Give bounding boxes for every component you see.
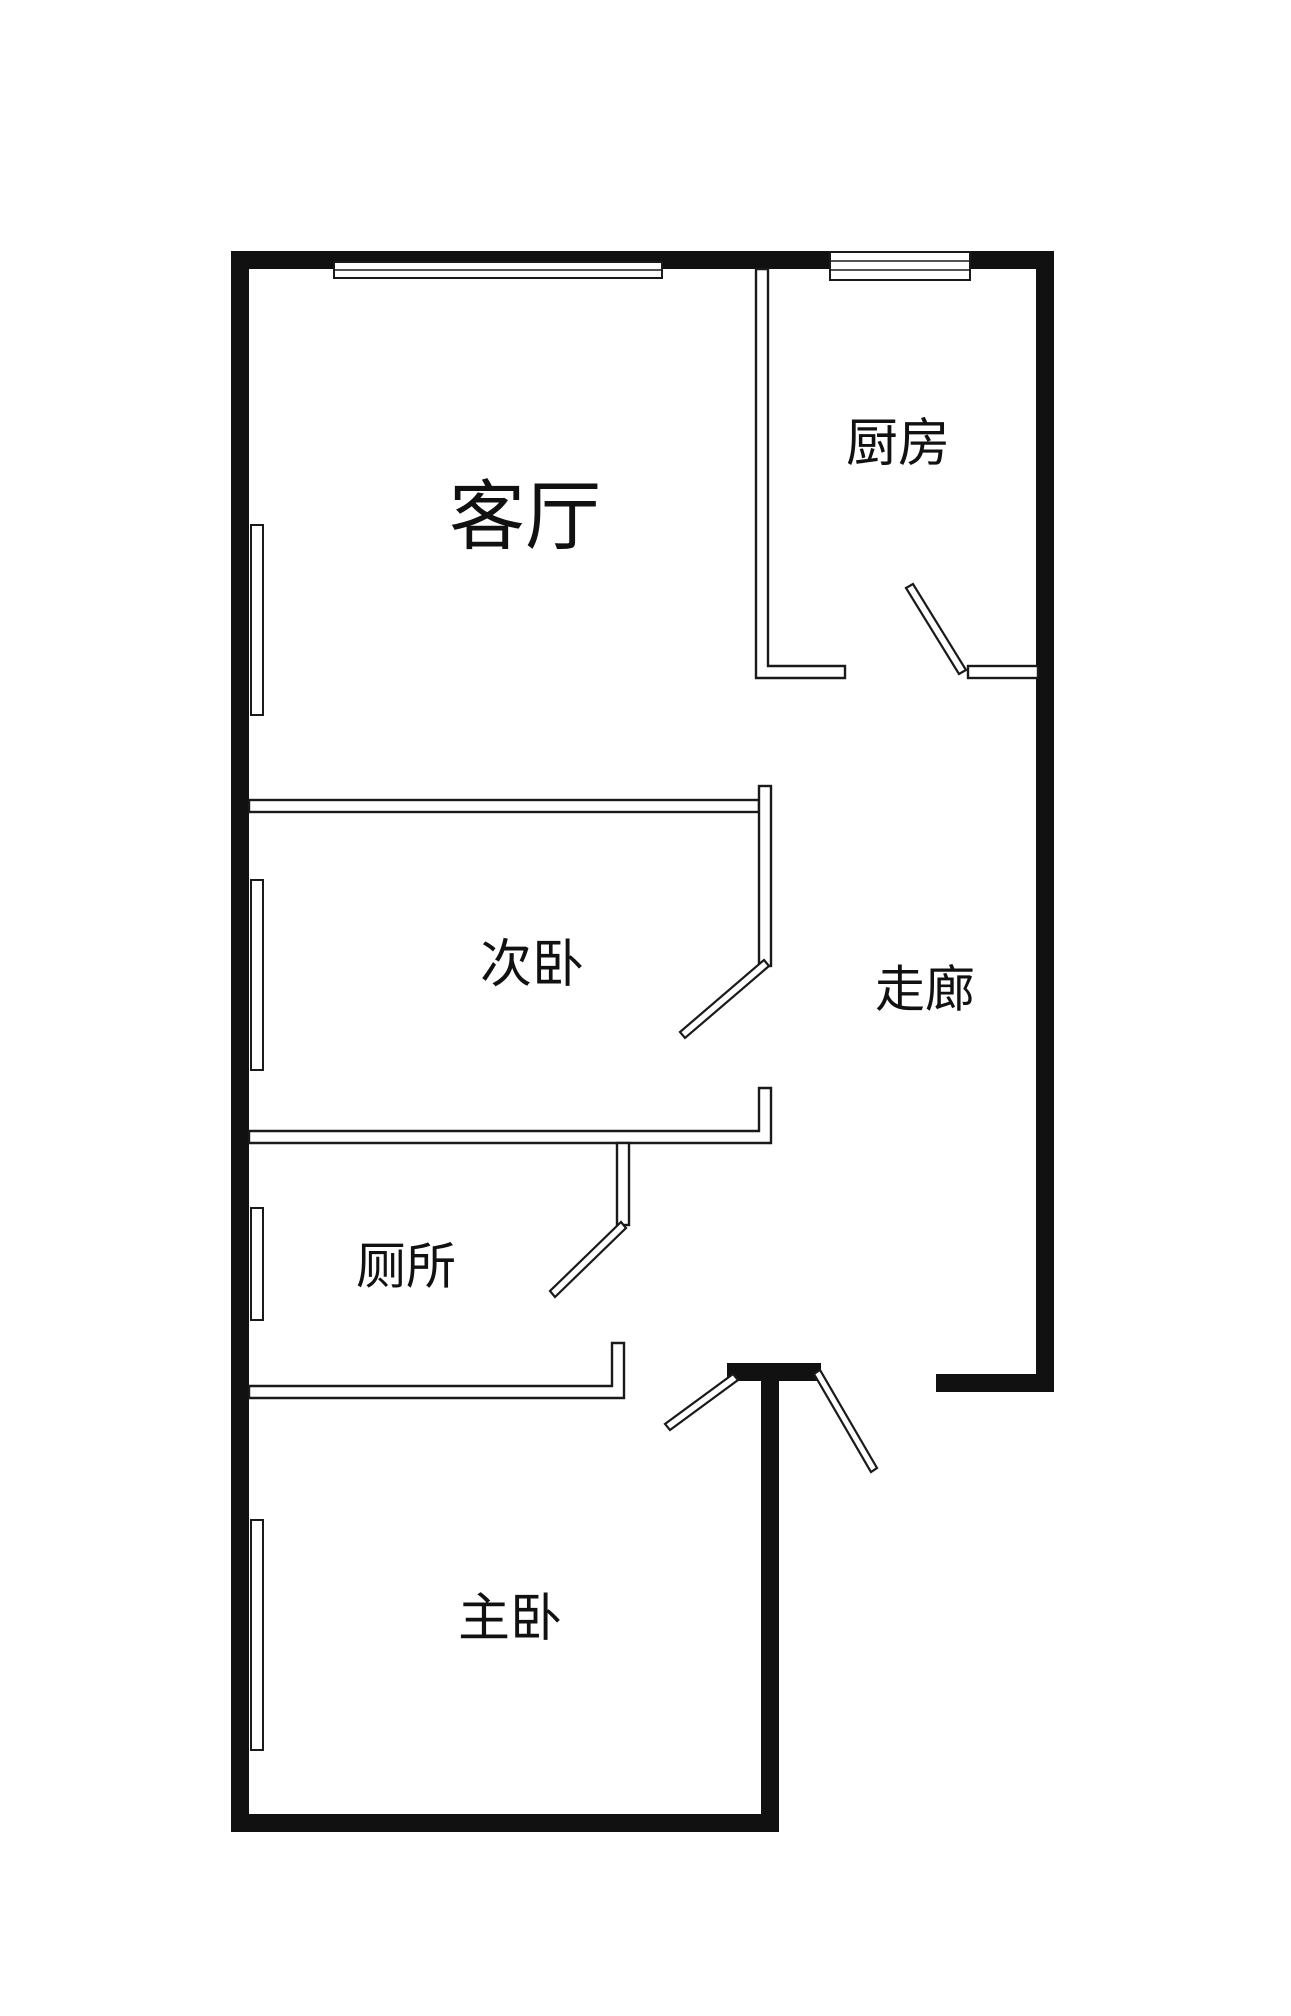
- label-second-bedroom: 次卧: [480, 935, 584, 995]
- label-kitchen: 厨房: [846, 414, 950, 474]
- windows: [250, 251, 971, 1751]
- room-labels: 客厅 厨房 次卧 走廊 厕所 主卧: [356, 414, 975, 1649]
- wall-second-bottom: [247, 1086, 773, 1145]
- label-toilet: 厕所: [356, 1238, 456, 1296]
- window-second-left: [250, 879, 264, 1071]
- wall-toilet-right-upper: [615, 1141, 631, 1227]
- label-corridor: 走廊: [875, 961, 975, 1019]
- window-kitchen-top: [829, 251, 971, 281]
- window-living-left: [250, 524, 264, 716]
- wall-kitchen-stub: [966, 664, 1040, 680]
- window-master-left: [250, 1519, 264, 1751]
- label-master-bedroom: 主卧: [458, 1589, 562, 1649]
- wall-second-right-upper: [757, 784, 773, 968]
- door-kitchen: [904, 582, 968, 676]
- door-master-bedroom: [663, 1372, 740, 1432]
- window-toilet-left: [250, 1207, 264, 1321]
- wall-living-second: [247, 798, 761, 814]
- wall-toilet-bottom: [247, 1341, 626, 1400]
- door-entrance: [812, 1368, 879, 1474]
- door-toilet: [548, 1220, 628, 1299]
- interior-walls: [247, 267, 1040, 1400]
- doors: [548, 582, 968, 1474]
- door-second-bedroom: [678, 958, 771, 1040]
- label-living-room: 客厅: [449, 472, 601, 561]
- outer-walls: [231, 251, 1054, 1832]
- wall-kitchen: [754, 267, 847, 680]
